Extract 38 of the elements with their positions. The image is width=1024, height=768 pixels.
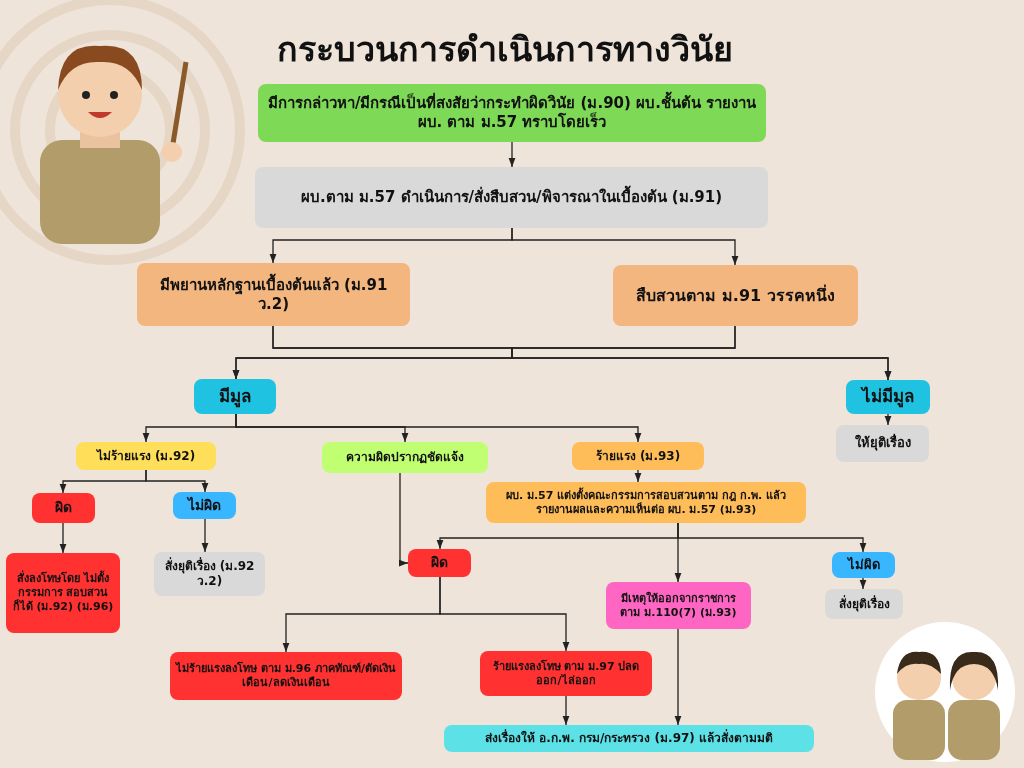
arrow [511,325,892,381]
arrow [859,577,867,590]
arrow [674,628,682,726]
arrow [59,522,67,554]
outcome-box: ร้ายแรงลงโทษ ตาม ม.97 ปลดออก/ไล่ออก [480,651,652,696]
result-box: ไม่มีมูล [846,380,930,414]
result-box: มีมูล [194,379,276,414]
category-box: ความผิดปรากฏชัดแจ้ง [322,442,488,473]
process-box: ส่งเรื่องให้ อ.ก.พ. กรม/กระทรวง (ม.97) แล้วสั่งตามมติ [444,725,814,752]
process-box: มีพยานหลักฐานเบื้องต้นแล้ว (ม.91 ว.2) [137,263,410,326]
category-box: ร้ายแรง (ม.93) [572,442,704,470]
outcome-box: สั่งยุติเรื่อง (ม.92 ว.2) [154,552,265,596]
process-box: สืบสวนตาม ม.91 วรรคหนึ่ง [613,265,858,326]
outcome-box: มีเหตุให้ออกจากราชการ ตาม ม.110(7) (ม.93) [606,582,751,629]
process-box: มีการกล่าวหา/มีกรณีเป็นที่สงสัยว่ากระทำผิดวินัย (ม.90) ผบ.ชั้นต้น รายงาน ผบ. ตาม ม.57 ทราบโดยเร็ว [258,84,766,142]
verdict-box: ไม่ผิด [832,552,895,578]
title: กระบวนการดำเนินการทางวินัย [276,28,734,71]
outcome-box: สั่งลงโทษโดย ไม่ตั้งกรรมการ สอบสวนก็ได้ (ม.92) (ม.96) [6,553,120,633]
verdict-box: ผิด [408,549,471,577]
arrow [511,227,739,266]
arrow [235,413,642,443]
arrow [508,141,516,168]
verdict-box: ผิด [32,493,95,523]
process-box: ผบ.ตาม ม.57 ดำเนินการ/สั่งสืบสวน/พิจารณาในเบื้องต้น (ม.91) [255,167,768,228]
arrow [398,472,409,567]
outcome-box: ให้ยุติเรื่อง [836,425,929,462]
arrow [884,413,892,426]
arrow [677,522,867,553]
verdict-box: ไม่ผิด [173,492,236,519]
process-box: ผบ. ม.57 แต่งตั้งคณะกรรมการสอบสวนตาม กฎ ก.พ. แล้วรายงานผลและความเห็นต่อ ผบ. ม.57 (ม.93) [486,482,806,523]
arrow [201,518,209,553]
arrow [634,469,642,483]
category-box: ไม่ร้ายแรง (ม.92) [76,442,216,470]
arrow [562,695,570,726]
outcome-box: สั่งยุติเรื่อง [825,589,903,619]
arrow [145,469,209,493]
outcome-box: ไม่ร้ายแรงลงโทษ ตาม ม.96 ภาคทัณฑ์/ตัดเงินเดือน/ลดเงินเดือน [170,652,402,700]
arrow [439,576,570,652]
